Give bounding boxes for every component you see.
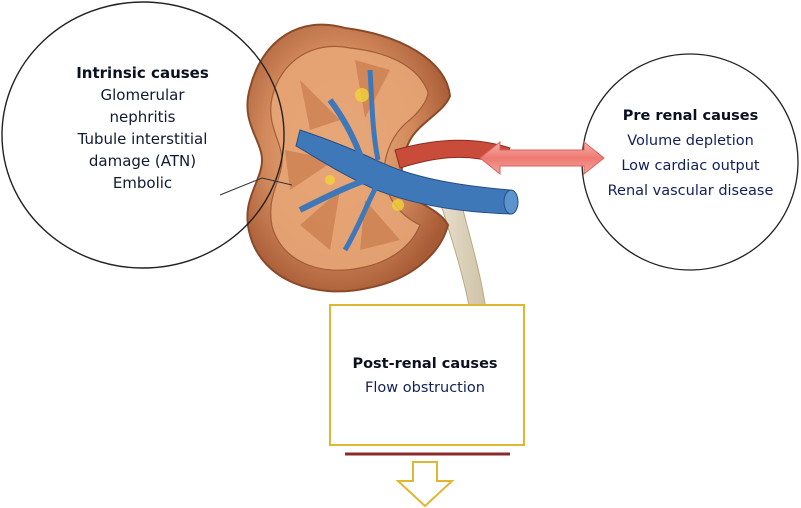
prerenal-heading: Pre renal causes bbox=[588, 104, 793, 129]
double-arrow-icon bbox=[480, 142, 604, 174]
prerenal-item: Volume depletion bbox=[588, 129, 793, 154]
intrinsic-item: Embolic bbox=[60, 172, 225, 194]
postrenal-heading: Post-renal causes bbox=[330, 352, 520, 376]
postrenal-item: Flow obstruction bbox=[330, 376, 520, 400]
prerenal-causes-text: Pre renal causes Volume depletion Low ca… bbox=[588, 104, 793, 204]
intrinsic-item: Tubule interstitial bbox=[60, 128, 225, 150]
intrinsic-heading: Intrinsic causes bbox=[60, 62, 225, 84]
intrinsic-item: damage (ATN) bbox=[60, 150, 225, 172]
intrinsic-item: nephritis bbox=[60, 106, 225, 128]
intrinsic-item: Glomerular bbox=[60, 84, 225, 106]
intrinsic-causes-text: Intrinsic causes Glomerular nephritis Tu… bbox=[60, 62, 225, 194]
postrenal-causes-text: Post-renal causes Flow obstruction bbox=[330, 352, 520, 400]
prerenal-item: Low cardiac output bbox=[588, 154, 793, 179]
down-arrow-icon bbox=[398, 462, 452, 506]
prerenal-item: Renal vascular disease bbox=[588, 179, 793, 204]
